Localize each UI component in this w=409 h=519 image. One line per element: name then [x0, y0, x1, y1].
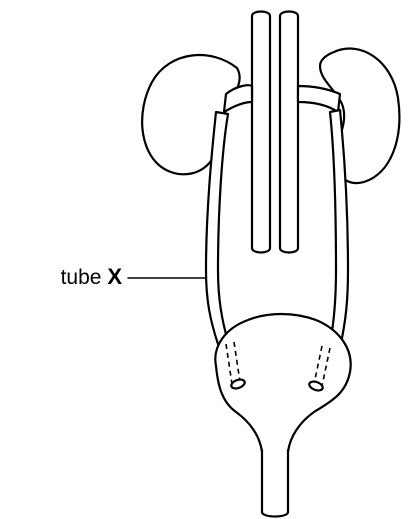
tube-x-label-letter: X	[107, 264, 122, 289]
tube-x-label-text: tube	[61, 266, 108, 289]
tube-x-label: tube X	[0, 264, 122, 290]
vena-cava	[280, 12, 298, 253]
urethra	[262, 450, 288, 517]
aorta	[252, 12, 270, 253]
